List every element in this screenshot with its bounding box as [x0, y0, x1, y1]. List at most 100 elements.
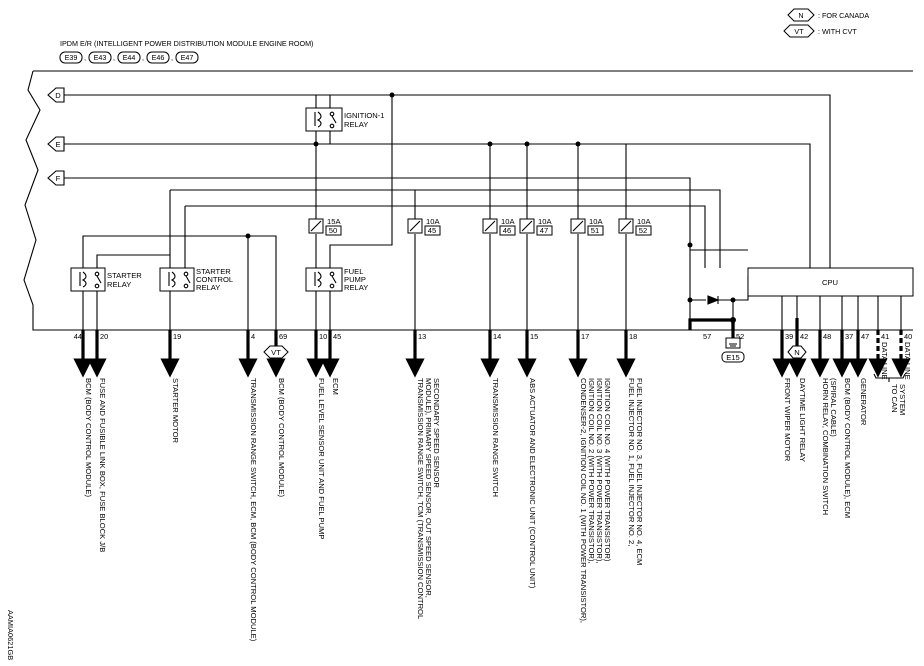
legend-item-canada: N : FOR CANADA	[787, 8, 869, 22]
bus-label: F	[56, 174, 61, 183]
fuse-amp: 10A	[538, 217, 552, 226]
svg-text:BCM (BODY CONTROL MODULE): BCM (BODY CONTROL MODULE)	[84, 378, 93, 497]
legend-text: : WITH CVT	[818, 27, 857, 36]
marker-label: N	[794, 348, 799, 357]
pin-number: 42	[800, 332, 808, 341]
fuse-number: 46	[503, 226, 511, 235]
relay-label: RELAY	[344, 283, 368, 292]
dest-pin-19: STARTER MOTOR	[171, 378, 180, 443]
svg-text:SYSTEM: SYSTEM	[898, 384, 907, 415]
fuse-number: 47	[540, 226, 548, 235]
svg-text:CONDENSER-2, IGNITION COIL NO.: CONDENSER-2, IGNITION COIL NO. 1 (WITH P…	[579, 378, 588, 623]
data-lines	[868, 330, 911, 382]
dest-pin-4: TRANSMISSION RANGE SWITCH, ECM, BCM (BOD…	[249, 378, 258, 642]
fuse-45: 10A 45	[407, 217, 441, 236]
dest-pin-45: ECM	[331, 378, 340, 395]
pin-number: 37	[845, 332, 853, 341]
dest-pin-69: BCM (BODY CONTROL MODULE)	[277, 378, 286, 497]
fuel-pump-relay: FUEL PUMP RELAY	[305, 267, 368, 292]
svg-text:FUEL LEVEL SENSOR UNIT AND FUE: FUEL LEVEL SENSOR UNIT AND FUEL PUMP	[317, 378, 326, 539]
svg-text:,: ,	[84, 53, 86, 62]
svg-text:MODULE), PRIMARY SPEED SENSOR,: MODULE), PRIMARY SPEED SENSOR, OUT SPEED…	[424, 378, 433, 598]
svg-text:DATA LINE: DATA LINE	[903, 342, 912, 380]
relay-label: RELAY	[344, 120, 368, 129]
diode	[707, 295, 720, 305]
bus-f-wire	[64, 177, 691, 300]
fuse-46: 10A 46	[482, 217, 516, 236]
svg-text:GENERATOR: GENERATOR	[859, 378, 868, 426]
fuse-amp: 10A	[589, 217, 603, 226]
dest-pin-37: BCM (BODY CONTROL MODULE), ECM	[843, 378, 852, 518]
pin-number: 19	[173, 332, 181, 341]
cpu-left-wire	[690, 249, 749, 301]
pin-number: 10	[319, 332, 327, 341]
svg-text:TRANSMISSION RANGE SWITCH: TRANSMISSION RANGE SWITCH	[491, 378, 500, 497]
svg-text:FUEL INJECTOR NO. 1, FUEL INJE: FUEL INJECTOR NO. 1, FUEL INJECTOR NO. 2…	[627, 378, 636, 546]
dest-pin-14: TRANSMISSION RANGE SWITCH	[491, 378, 500, 497]
dest-pin-15: ABS ACTUATOR AND ELECTRONIC UNIT (CONTRO…	[528, 378, 537, 589]
svg-text:ABS ACTUATOR AND ELECTRONIC UN: ABS ACTUATOR AND ELECTRONIC UNIT (CONTRO…	[528, 378, 537, 589]
svg-text:IGNITION COIL NO. 2 (WITH POWE: IGNITION COIL NO. 2 (WITH POWER TRANSIST…	[587, 378, 596, 564]
svg-text:IGNITION COIL NO. 4 (WITH POWE: IGNITION COIL NO. 4 (WITH POWER TRANSIST…	[603, 378, 612, 562]
relay-label: FUEL	[344, 267, 363, 276]
pin-number: 14	[493, 332, 501, 341]
svg-text:DAYTIME LIGHT RELAY: DAYTIME LIGHT RELAY	[798, 378, 807, 462]
ground-connector: E15	[726, 353, 740, 362]
connector-badge: E44	[117, 51, 141, 64]
bus-connector-f: F	[47, 170, 65, 186]
pin-number: 20	[100, 332, 108, 341]
bus-label: E	[55, 140, 60, 149]
output-wires	[73, 318, 868, 368]
fuse-47: 10A 47	[519, 217, 553, 236]
svg-text:,: ,	[171, 53, 173, 62]
starter-relay-out	[82, 254, 170, 330]
svg-text:,: ,	[142, 53, 144, 62]
marker-label: VT	[271, 348, 281, 357]
fuel-pump-relay-out	[315, 291, 331, 330]
relay-label: STARTER	[196, 267, 231, 276]
relay-label: PUMP	[344, 275, 366, 284]
ignition-relay-wire	[315, 95, 331, 144]
dest-pin-13: TRANSMISSION RANGE SWITCH, TCM (TRANSMIS…	[416, 378, 441, 619]
relay-label: RELAY	[107, 280, 131, 289]
svg-text:BCM (BODY CONTROL MODULE), ECM: BCM (BODY CONTROL MODULE), ECM	[843, 378, 852, 518]
pin-number: 52	[736, 332, 744, 341]
connector-badge: E47	[175, 51, 199, 64]
relay-label: CONTROL	[196, 275, 233, 284]
legend-text: : FOR CANADA	[818, 11, 869, 20]
dest-pin-41: DATA LINE	[880, 342, 889, 380]
dest-pin-48: HORN RELAY, COMBINATION SWITCH (SPIRAL C…	[821, 378, 838, 515]
fuse-number: 45	[428, 226, 436, 235]
dest-pin-20: FUSE AND FUSIBLE LINK BOX, FUSE BLOCK J/…	[98, 378, 107, 552]
starter-relay-feed	[82, 235, 277, 330]
fuel-pump-relay-feed	[329, 95, 393, 268]
legend-item-cvt: VT : WITH CVT	[783, 24, 857, 38]
pin-number: 45	[333, 332, 341, 341]
svg-text:TRANSMISSION RANGE SWITCH, TCM: TRANSMISSION RANGE SWITCH, TCM (TRANSMIS…	[416, 378, 425, 619]
dest-pin-17: CONDENSER-2, IGNITION COIL NO. 1 (WITH P…	[579, 378, 612, 623]
svg-text:,: ,	[113, 53, 115, 62]
fuse-number: 51	[591, 226, 599, 235]
dest-pin-47: GENERATOR	[859, 378, 868, 426]
dest-pin-10: FUEL LEVEL SENSOR UNIT AND FUEL PUMP	[317, 378, 326, 539]
dest-pin-40: DATA LINE	[903, 342, 912, 380]
relay-label: IGNITION-1	[344, 111, 385, 120]
relay-label: STARTER	[107, 271, 142, 280]
connector-badge: E39	[59, 51, 83, 64]
pin-number: 57	[703, 332, 711, 341]
destination-labels: BCM (BODY CONTROL MODULE) FUSE AND FUSIB…	[84, 342, 912, 642]
svg-text:FUEL INJECTOR NO. 3, FUEL INJE: FUEL INJECTOR NO. 3, FUEL INJECTOR NO. 4…	[635, 378, 644, 565]
pin-numbers: 44 20 19 4 69 10 45 13 14 15 17 18 57 52…	[74, 332, 912, 341]
dest-pin-44: BCM (BODY CONTROL MODULE)	[84, 378, 93, 497]
starter-relay: STARTER RELAY	[70, 267, 142, 292]
fuse-50: 15A 50	[308, 217, 342, 236]
connector-label: E39	[65, 53, 78, 62]
dest-can-system: TO CAN SYSTEM	[890, 384, 907, 415]
bus-e-wire	[64, 143, 811, 268]
connector-label: E43	[94, 53, 107, 62]
pin-number: 47	[861, 332, 869, 341]
option-marker-vt: VT	[263, 345, 289, 359]
ground-circuit: E15	[688, 300, 745, 363]
connector-label: E46	[152, 53, 165, 62]
